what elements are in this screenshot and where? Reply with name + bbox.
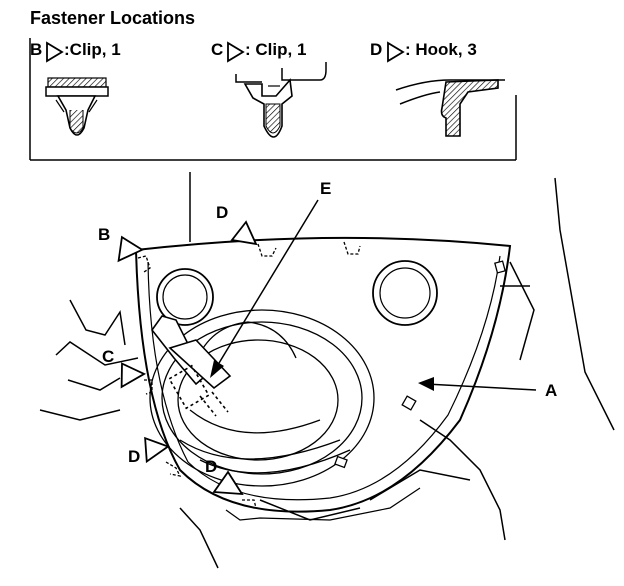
callout-c: C [102, 347, 115, 366]
callout-b: B [98, 225, 111, 244]
callout-d-top-triangle-icon [230, 220, 258, 246]
legend-c-text: : Clip, 1 [245, 40, 307, 59]
leader-a-arrowhead-icon [418, 377, 434, 391]
d-triangle-icon [387, 41, 405, 63]
callout-d-top: D [216, 203, 229, 222]
callout-e: E [320, 179, 332, 198]
legend-b-letter: B [30, 40, 43, 59]
leader-lines [215, 199, 537, 391]
legend-b-text: :Clip, 1 [64, 40, 121, 59]
leader-e-arrowhead-icon [210, 360, 224, 378]
callout-a: A [545, 381, 558, 400]
page-title: Fastener Locations [30, 8, 196, 28]
b-triangle-icon [46, 41, 64, 63]
legend-d-text: : Hook, 3 [405, 40, 477, 59]
clip-c-illustration [235, 62, 327, 138]
right-opening-icon [372, 260, 438, 326]
left-opening-icon [156, 268, 214, 326]
bezel-tabs [334, 260, 506, 469]
callout-d-bottom-triangle-icon [212, 470, 244, 496]
fastener-hidden-clips [137, 241, 361, 509]
legend-d-letter: D [370, 40, 383, 59]
callout-b-triangle-icon [117, 235, 145, 263]
legend-frame [29, 38, 517, 161]
callout-c-triangle-icon [120, 362, 147, 389]
callout-d-left-triangle-icon [144, 436, 170, 464]
callout-d-left: D [128, 447, 141, 466]
legend-c-letter: C [211, 40, 224, 59]
c-triangle-icon [227, 41, 245, 63]
bezel-outline [134, 236, 512, 521]
clip-b-illustration [45, 77, 109, 136]
callout-d-bottom: D [205, 457, 218, 476]
shift-lever [151, 315, 232, 417]
shift-boot [149, 309, 375, 487]
hook-d-illustration [395, 79, 505, 137]
